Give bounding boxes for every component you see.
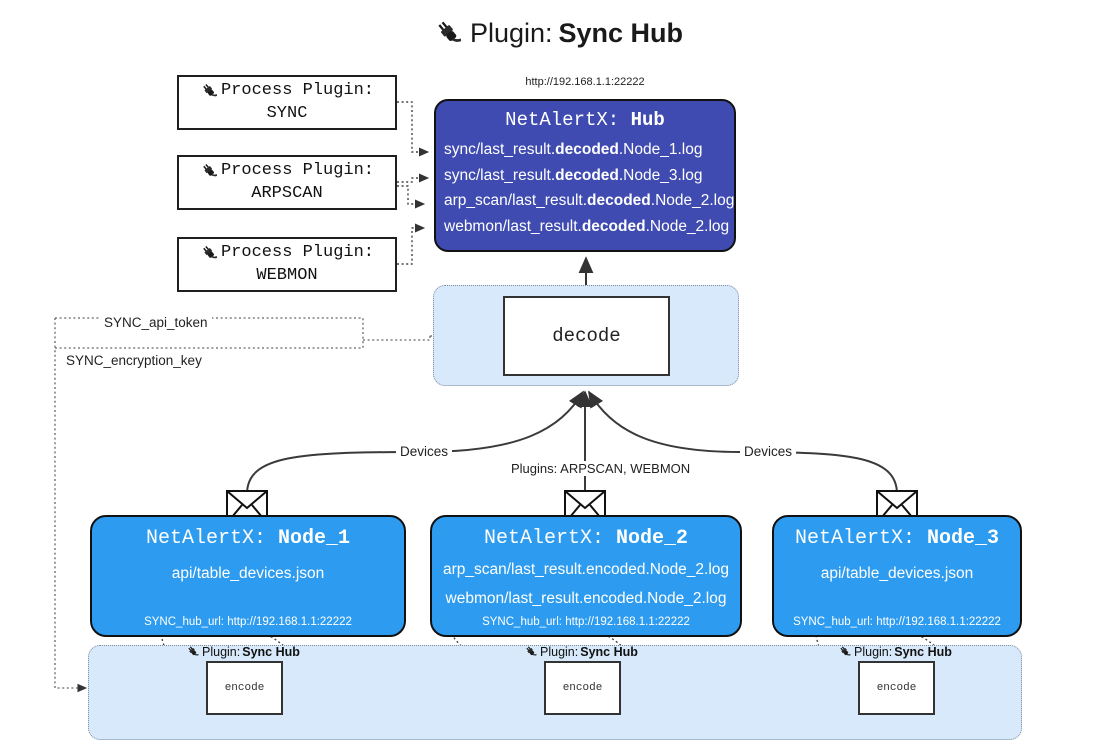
encode-box[interactable]: encode [544,661,621,715]
node-resource-line: webmon/last_result.encoded.Node_2.log [445,589,727,607]
node-title-name: Node_3 [927,527,1000,550]
node-title-prefix: NetAlertX: [794,527,915,550]
process-plugin-header: Process Plugin: [200,80,374,103]
encode-plugin-prefix: Plugin: [854,645,893,659]
hub-log-line: sync/last_result.decoded.Node_1.log [436,137,734,163]
node-title-name: Node_1 [278,527,351,550]
encode-plugin-prefix: Plugin: [202,645,241,659]
page-title: Plugin: Sync Hub [0,18,1117,49]
encode-plugin-prefix: Plugin: [540,645,579,659]
encode-plugin-label: Plugin: Sync Hub [524,645,638,659]
node-hub-url: SYNC_hub_url: http://192.168.1.1:22222 [774,616,1020,628]
node-title: NetAlertX: Node_2 [432,527,740,550]
plug-icon [200,162,219,181]
process-plugin-arpscan[interactable]: Process Plugin: ARPSCAN [177,155,397,210]
node-hub-url-key: SYNC_hub_url: [793,616,873,628]
process-plugin-name: WEBMON [256,265,318,285]
node-hub-url-value: http://192.168.1.1:22222 [565,616,690,628]
plug-icon [524,645,538,659]
log-post: .Node_2.log [650,192,735,210]
log-em: decoded [581,217,646,235]
encode-box[interactable]: encode [858,661,935,715]
node-resource-line: api/table_devices.json [171,565,325,582]
log-em: decoded [555,141,619,158]
plug-icon [186,645,200,659]
secret-label-api-token: SYNC_api_token [100,315,212,330]
node-card-node-2[interactable]: NetAlertX: Node_2 arp_scan/last_result.e… [430,515,742,637]
process-plugin-sync[interactable]: Process Plugin: SYNC [177,75,397,130]
node-card-node-3[interactable]: NetAlertX: Node_3 api/table_devices.json… [772,515,1022,637]
node-resource-line: arp_scan/last_result.encoded.Node_2.log [442,561,730,578]
process-plugin-label: Process Plugin: [220,160,375,180]
secret-label-encryption-key: SYNC_encryption_key [62,353,206,368]
process-plugin-header: Process Plugin: [200,242,374,265]
hub-log-line: webmon/last_result.decoded.Node_2.log [436,214,734,240]
node-title-prefix: NetAlertX: [483,527,604,550]
process-plugin-name: ARPSCAN [251,183,323,203]
node-hub-url-key: SYNC_hub_url: [482,616,562,628]
edge-label-devices-right: Devices [740,444,797,459]
log-pre: webmon/last_result. [444,217,582,235]
node-hub-url-value: http://192.168.1.1:22222 [876,616,1001,628]
decode-box[interactable]: decode [503,296,670,376]
log-pre: sync/last_result. [444,141,556,158]
node-hub-url: SYNC_hub_url: http://192.168.1.1:22222 [432,616,740,628]
hub-log-line: sync/last_result.decoded.Node_3.log [436,163,734,189]
encode-plugin-name: Sync Hub [580,645,638,659]
node-hub-url-value: http://192.168.1.1:22222 [227,616,352,628]
node-title-prefix: NetAlertX: [145,527,266,550]
log-em: decoded [555,166,619,184]
hub-title: NetAlertX: Hub [436,109,734,131]
plug-icon [434,19,464,49]
edge-label-plugins-center: Plugins: ARPSCAN, WEBMON [507,461,695,476]
node-title: NetAlertX: Node_3 [774,527,1020,550]
node-resource-line: api/table_devices.json [820,565,974,582]
title-name: Sync Hub [558,18,684,48]
process-plugin-header: Process Plugin: [200,160,374,183]
process-plugin-label: Process Plugin: [220,80,375,100]
encode-plugin-name: Sync Hub [894,645,952,659]
log-pre: sync/last_result. [444,166,556,184]
node-title: NetAlertX: Node_1 [92,527,404,550]
node-card-node-1[interactable]: NetAlertX: Node_1 api/table_devices.json… [90,515,406,637]
hub-title-prefix: NetAlertX: [505,109,620,131]
encode-box[interactable]: encode [206,661,283,715]
process-plugin-label: Process Plugin: [220,242,375,262]
plug-icon [838,645,852,659]
encode-plugin-label: Plugin: Sync Hub [186,645,300,659]
log-post: .Node_3.log [618,166,703,184]
log-em: decoded [587,192,651,210]
hub-log-line: arp_scan/last_result.decoded.Node_2.log [436,188,734,214]
encode-plugin-label: Plugin: Sync Hub [838,645,952,659]
plug-icon [200,244,219,263]
process-plugin-webmon[interactable]: Process Plugin: WEBMON [177,237,397,292]
log-post: .Node_2.log [645,217,730,235]
hub-title-name: Hub [630,109,665,131]
plug-icon [200,82,219,101]
process-plugin-name: SYNC [266,103,308,123]
node-hub-url-key: SYNC_hub_url: [144,616,224,628]
title-prefix: Plugin: [469,18,553,48]
node-title-name: Node_2 [616,527,689,550]
encode-plugin-name: Sync Hub [242,645,300,659]
hub-url: http://192.168.1.1:22222 [525,76,645,88]
log-pre: arp_scan/last_result. [444,192,588,210]
edge-label-devices-left: Devices [396,444,453,459]
log-post: .Node_1.log [618,141,703,158]
hub-node[interactable]: NetAlertX: Hub sync/last_result.decoded.… [434,99,736,252]
node-hub-url: SYNC_hub_url: http://192.168.1.1:22222 [92,616,404,628]
